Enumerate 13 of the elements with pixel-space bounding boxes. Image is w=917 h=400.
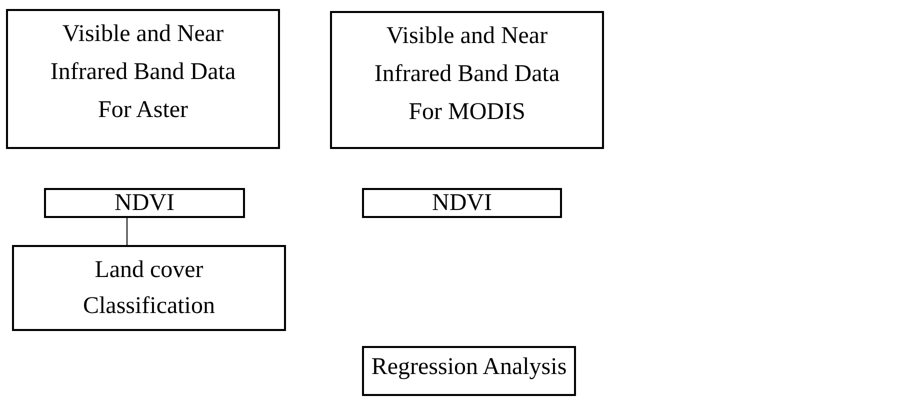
- box-label: Regression Analysis: [371, 353, 567, 382]
- connector-line: [126, 218, 128, 246]
- box-label: Land cover Classification: [82, 256, 216, 321]
- process-box: [330, 11, 604, 149]
- process-box: [12, 245, 286, 331]
- process-box: [362, 188, 562, 218]
- box-label: NDVI: [114, 190, 174, 216]
- box-label: Visible and Near Infrared Band Data For MODIS: [373, 22, 561, 127]
- process-box: [44, 188, 245, 218]
- process-box: [362, 346, 576, 396]
- box-label: Visible and Near Infrared Band Data For Aster: [49, 20, 237, 125]
- process-box: [6, 9, 280, 149]
- box-label: NDVI: [432, 190, 492, 216]
